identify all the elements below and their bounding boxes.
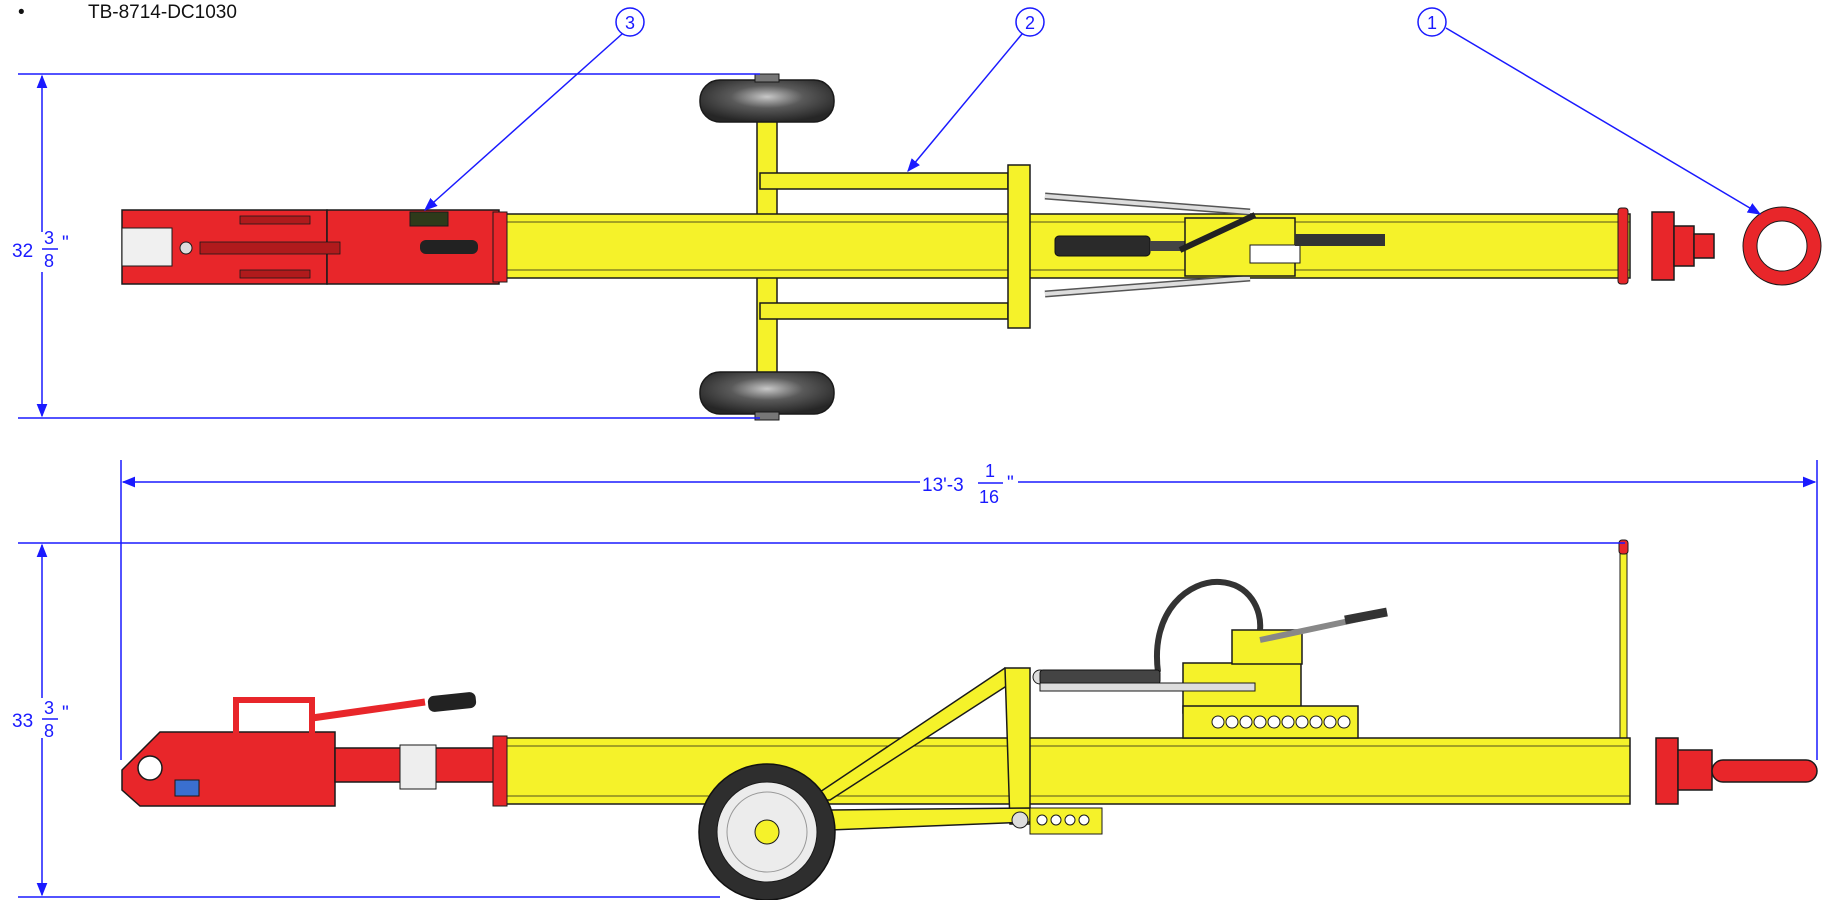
bullet-glyph: • <box>18 2 25 23</box>
top-view <box>121 73 1822 421</box>
side-wheel <box>698 763 836 900</box>
side-hydraulic-cylinder <box>1039 669 1161 685</box>
dim-overall-length-den: 16 <box>979 487 999 507</box>
dim-top-width-unit: " <box>62 233 69 254</box>
dim-top-width: 32 3 8 " <box>6 228 72 272</box>
top-rear-collar <box>1617 207 1629 285</box>
side-hitch-grip <box>427 692 477 712</box>
dim-top-width-num: 3 <box>44 228 54 248</box>
dim-overall-length-whole: 13'-3 <box>922 475 964 496</box>
callouts: 1 2 3 <box>423 7 1762 215</box>
dim-side-height-whole: 33 <box>12 711 33 732</box>
side-hydraulic-hose <box>1153 578 1264 673</box>
top-hydraulic-cylinder <box>1054 235 1151 257</box>
top-wheel-lower <box>699 371 835 421</box>
balloon-3-label: 3 <box>625 13 635 33</box>
part-number-line: • TB-8714-DC1030 <box>18 2 237 24</box>
dim-overall-length: 13'-3 1 16 " <box>922 461 1014 507</box>
side-lunette-ring <box>1711 759 1818 783</box>
dim-side-height-den: 8 <box>44 721 54 741</box>
top-hitch-head <box>121 209 508 285</box>
balloon-3: 3 <box>423 7 645 211</box>
dim-side-height: 33 3 8 " <box>6 698 72 741</box>
top-bulkhead <box>1007 164 1031 329</box>
balloon-2: 2 <box>907 7 1045 173</box>
balloon-1: 1 <box>1417 7 1762 215</box>
side-view <box>121 539 1818 900</box>
balloon-1-label: 1 <box>1427 13 1437 33</box>
dim-side-height-num: 3 <box>44 698 54 718</box>
dimension-lines <box>18 73 1818 898</box>
dim-overall-length-num: 1 <box>985 461 995 481</box>
dim-overall-length-unit: " <box>1007 473 1014 494</box>
dim-top-width-whole: 32 <box>12 241 33 262</box>
dim-side-height-unit: " <box>62 703 69 724</box>
top-lunette-ring <box>1743 207 1821 285</box>
side-hitch-head <box>121 692 508 807</box>
side-main-beam <box>499 737 1631 805</box>
top-upper-arm <box>759 172 1009 190</box>
dim-top-width-den: 8 <box>44 251 54 271</box>
top-wheel-upper <box>699 73 835 123</box>
top-lower-arm <box>759 302 1009 320</box>
part-number: TB-8714-DC1030 <box>88 2 237 23</box>
balloon-2-label: 2 <box>1025 13 1035 33</box>
